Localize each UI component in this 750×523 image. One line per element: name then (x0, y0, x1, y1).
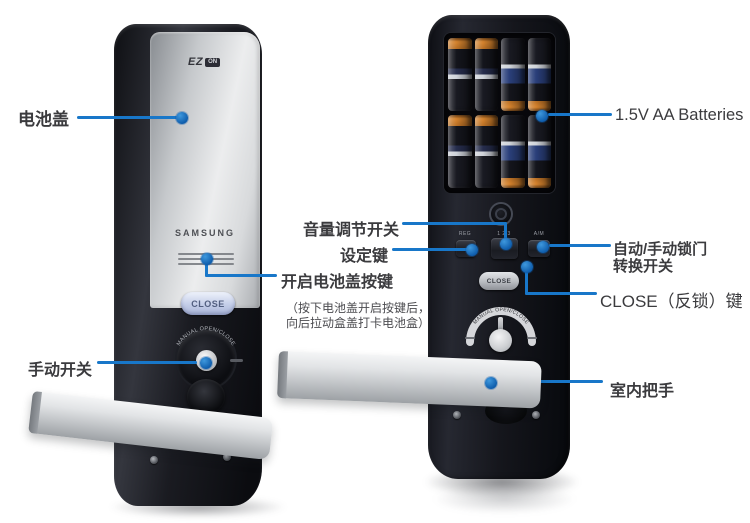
open-battery-cover-label: 开启电池盖按键 (281, 274, 394, 291)
indoor-handle-end-cap (277, 351, 288, 399)
front-screw-left (150, 456, 158, 464)
aa-battery (527, 38, 551, 111)
open-battery-cover-dot (201, 253, 213, 265)
auto-manual-line (549, 244, 611, 247)
auto-manual-label-line1: 自动/手动锁门 (613, 241, 708, 258)
back-screw-right (532, 411, 540, 419)
aa-battery (501, 38, 525, 111)
indoor-handle-line (495, 380, 603, 383)
indoor-handle-dot (485, 377, 497, 389)
close-key-line-h (525, 292, 597, 295)
reg-switch-label: REG (458, 231, 472, 237)
front-close-button: CLOSE (181, 292, 235, 315)
indoor-handle (277, 351, 542, 409)
batteries-dot (536, 110, 548, 122)
back-close-button-label: CLOSE (486, 277, 512, 285)
manual-switch-dot (200, 357, 212, 369)
battery-cover-label: 电池盖 (18, 110, 69, 129)
close-key-label: CLOSE（反锁）键 (600, 292, 743, 311)
front-close-button-label: CLOSE (191, 298, 225, 309)
open-battery-cover-line-h (205, 274, 277, 277)
back-screw-left (453, 411, 461, 419)
close-key-line-v (525, 267, 528, 295)
svg-text:MANUAL OPEN/CLOSE: MANUAL OPEN/CLOSE (176, 326, 236, 347)
ez-logo-text: EZ (188, 56, 204, 68)
aa-battery (501, 115, 525, 188)
thumbturn-lever-stem (498, 317, 503, 334)
aa-battery (448, 38, 472, 111)
buzzer-ring-button (489, 202, 513, 226)
set-key-callout-label: 设定键 (339, 248, 388, 265)
front-thumbturn-knob (187, 379, 225, 414)
auto-manual-dot (537, 241, 549, 253)
samsung-brand-text: SAMSUNG (174, 228, 235, 238)
set-key-line (392, 248, 470, 251)
aa-battery (448, 115, 472, 188)
indoor-handle-label: 室内把手 (610, 383, 675, 400)
volume-switch-line-h (402, 222, 507, 225)
manual-switch-line (97, 361, 197, 364)
open-battery-note-line1: （按下电池盖开启按键后， (286, 301, 431, 315)
auto-manual-switch-label: A/M (533, 231, 545, 237)
battery-cover-dot (176, 112, 188, 124)
front-dial-text: MANUAL OPEN/CLOSE (176, 326, 236, 347)
volume-switch-callout-label: 音量调节开关 (302, 222, 399, 239)
thumbturn-lever-knob (489, 329, 512, 352)
aa-battery (474, 115, 498, 188)
open-battery-note-line2: 向后拉动盒盖打卡电池盒） (286, 316, 431, 330)
dial-tick-mark (230, 359, 243, 362)
aa-battery (527, 115, 551, 188)
front-screw-right (223, 453, 231, 461)
front-dial-arc-text: MANUAL OPEN/CLOSE (176, 326, 236, 347)
volume-switch-dot (500, 238, 512, 250)
auto-manual-label-line2: 转换开关 (613, 258, 674, 275)
on-logo-badge: ON (205, 57, 221, 67)
battery-cover-line (77, 116, 178, 119)
dial-tick-right (527, 337, 537, 339)
close-key-dot (521, 261, 533, 273)
back-close-button: CLOSE (479, 272, 519, 290)
open-battery-cover-line-v (205, 259, 208, 277)
batteries-label: 1.5V AA Batteries (615, 106, 744, 124)
dial-tick-left (465, 337, 475, 339)
ezon-logo: EZ ON (188, 56, 221, 68)
volume-switch-line-v (504, 222, 507, 240)
battery-bay (444, 33, 555, 193)
batteries-line (548, 113, 612, 116)
front-handle-end-cap (28, 391, 42, 434)
manual-switch-label: 手动开关 (28, 362, 93, 379)
volume-switch-label: 1 2 3 (497, 231, 511, 237)
set-key-dot (466, 244, 478, 256)
aa-battery (474, 38, 498, 111)
back-dial-arc: MANUAL OPEN/CLOSE (466, 307, 536, 346)
back-device-shadow-soft (432, 484, 577, 514)
